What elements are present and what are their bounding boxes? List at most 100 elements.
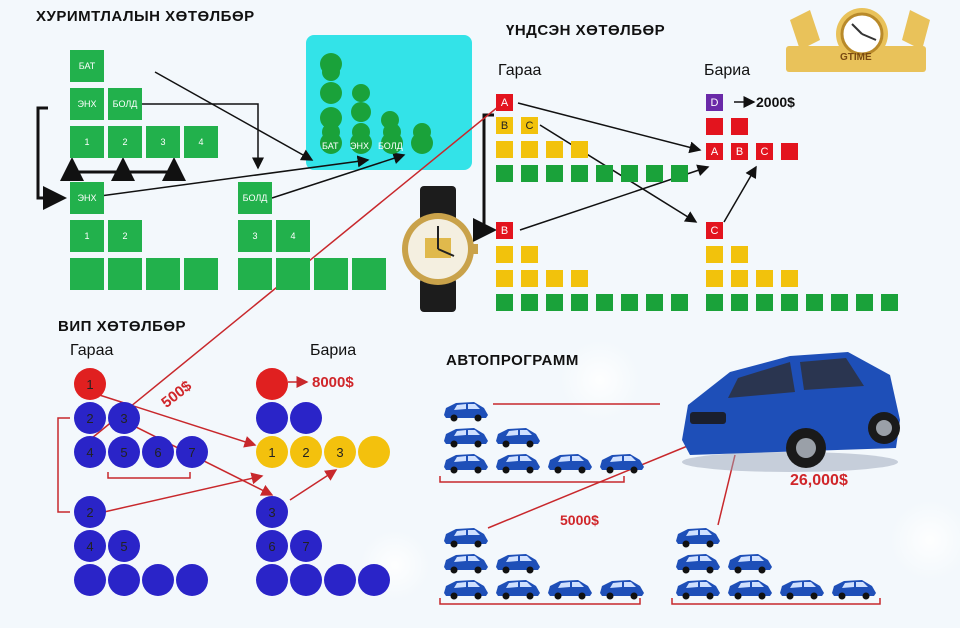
member-square [108,258,142,290]
member-square: 1 [70,126,104,158]
savings-members-figures [320,53,433,154]
member-square [706,270,723,287]
background-bubble [560,340,640,420]
car-icon [444,402,488,422]
car-icon [676,528,720,548]
member-square [671,165,688,182]
member-circle: 2 [290,436,322,468]
member-square [521,165,538,182]
member-square: B [496,222,513,239]
wristwatch-icon [402,186,478,312]
member-square [571,165,588,182]
member-circle [324,564,356,596]
member-square [146,258,180,290]
member-square: 2 [108,126,142,158]
member-square [621,165,638,182]
member-square [646,165,663,182]
member-square [731,118,748,135]
member-circle: 3 [108,402,140,434]
member-square: 4 [184,126,218,158]
member-circle [142,564,174,596]
member-square [781,143,798,160]
member-square: БОЛД [108,88,142,120]
member-circle: 1 [256,436,288,468]
member-square [706,294,723,311]
car-icon [682,352,900,472]
member-square [831,294,848,311]
car-icon [676,580,720,600]
car-icon [496,580,540,600]
main-plan-title: ҮНДСЭН ХӨТӨЛБӨР [506,22,666,39]
figure-label: БАТ [322,141,339,151]
member-square [546,141,563,158]
bracket [57,417,70,513]
member-square: A [496,94,513,111]
member-square: 3 [146,126,180,158]
member-square [571,294,588,311]
member-square [521,246,538,263]
arrow [723,165,757,223]
member-square [731,270,748,287]
car-icon [780,580,824,600]
car-icon [548,580,592,600]
member-square: ЭНХ [70,182,104,214]
car-icon [444,580,488,600]
member-square: D [706,94,723,111]
member-square [706,246,723,263]
car-icon [496,554,540,574]
car-icon [444,428,488,448]
member-square [756,270,773,287]
car-icon [444,554,488,574]
auto-program-title: АВТОПРОГРАММ [446,352,579,369]
member-square [781,270,798,287]
member-circle: 4 [74,530,106,562]
member-circle: 3 [324,436,356,468]
bracket [439,598,641,605]
connector-line [487,444,691,529]
member-square [756,294,773,311]
member-square: B [731,143,748,160]
arrow [103,472,264,513]
bracket-arrow [473,113,497,242]
vip-end-label: Бариа [310,342,357,359]
member-circle: 3 [256,496,288,528]
member-circle [176,564,208,596]
member-circle [358,564,390,596]
gtime-logo [786,8,930,72]
member-square [238,258,272,290]
member-circle [290,564,322,596]
arrow [289,469,338,501]
member-square [731,246,748,263]
member-circle [74,564,106,596]
logo-text: GTIME [840,52,872,63]
member-square [496,294,513,311]
member-square [856,294,873,311]
member-circle [108,564,140,596]
member-circle: 7 [290,530,322,562]
member-square: A [706,143,723,160]
savings-plan-title: ХУРИМТЛАЛЫН ХӨТӨЛБӨР [36,8,255,25]
member-square [496,141,513,158]
bracket-arrow [36,106,67,210]
background-bubble [890,500,960,580]
member-square: БОЛД [238,182,272,214]
car-icon [676,554,720,574]
member-circle: 4 [74,436,106,468]
member-square [496,246,513,263]
member-square [496,165,513,182]
bracket [107,472,191,479]
car-icon [728,554,772,574]
member-circle [256,368,288,400]
member-square [596,165,613,182]
member-square: B [496,117,513,134]
member-square [596,294,613,311]
main-start-label: Гараа [498,62,542,79]
member-square [621,294,638,311]
member-square [352,258,386,290]
member-square [806,294,823,311]
member-square: ЭНХ [70,88,104,120]
vip-start-label: Гараа [70,342,114,359]
arrow [99,155,370,197]
member-circle [290,402,322,434]
bracket [671,598,881,605]
